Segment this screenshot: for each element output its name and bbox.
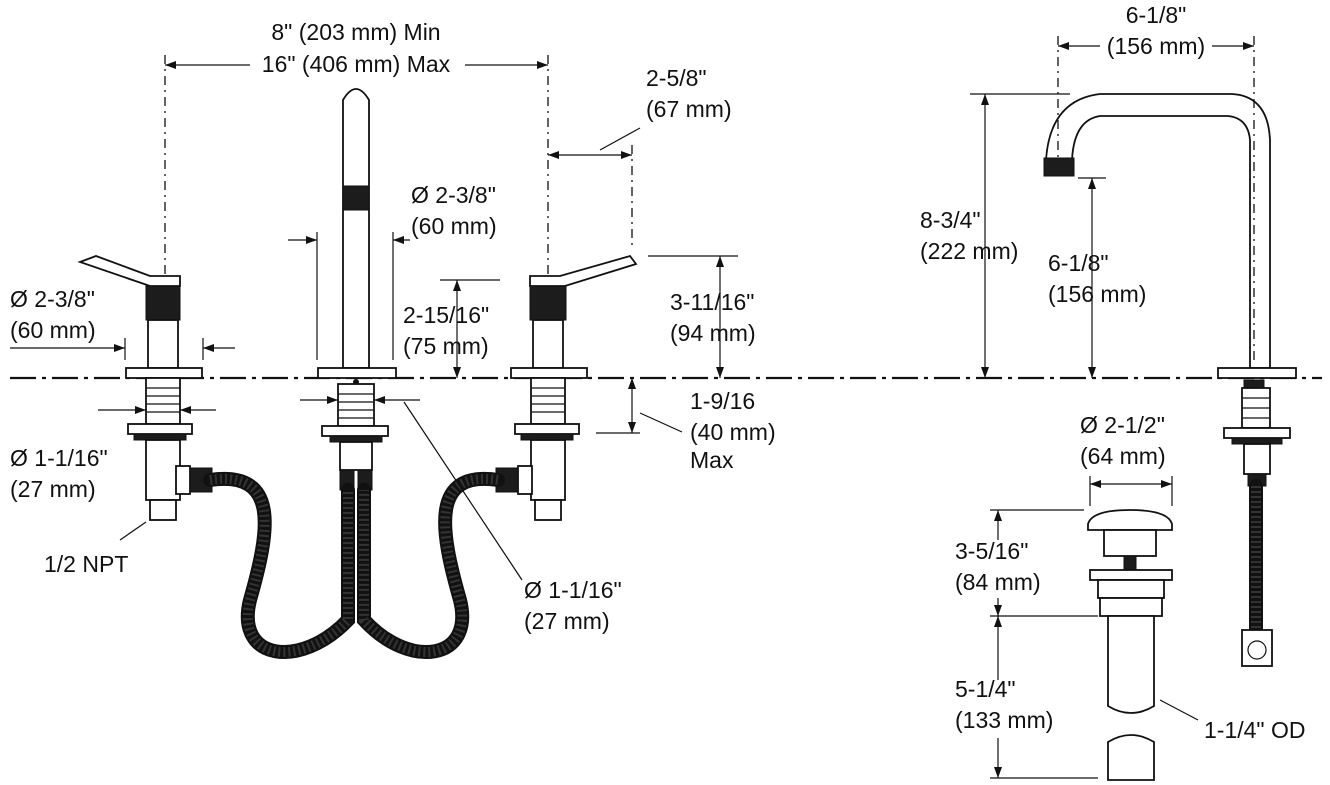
spout-diameter-in-label: Ø 2-3/8" xyxy=(411,182,496,208)
drain-diameter-in-label: Ø 2-1/2" xyxy=(1080,412,1165,438)
shank-dimensions xyxy=(98,396,523,581)
spout-profile xyxy=(1043,93,1297,667)
handle-diameter-mm-label: (60 mm) xyxy=(10,317,96,343)
drain-dimensions xyxy=(990,476,1199,779)
spread-min-label: 8" (203 mm) Min xyxy=(271,19,440,45)
spread-dimension xyxy=(165,61,548,69)
tailpiece-mm-label: (133 mm) xyxy=(955,707,1053,733)
supply-hoses xyxy=(203,471,505,659)
drain-height-mm-label: (84 mm) xyxy=(955,569,1041,595)
handle-projection-in-label: 2-5/8" xyxy=(646,65,707,91)
spout-height-mm-label: (222 mm) xyxy=(920,238,1018,264)
center-shank-mm-label: (27 mm) xyxy=(524,608,610,634)
handle-projection-mm-label: (67 mm) xyxy=(646,96,732,122)
dimension-labels: 8" (203 mm) Min 16" (406 mm) Max 6-1/8" … xyxy=(10,2,1305,743)
spout-height-dimensions xyxy=(970,93,1106,378)
drain-height-in-label: 3-5/16" xyxy=(955,538,1028,564)
spout-reach-in-label: 6-1/8" xyxy=(1126,2,1187,28)
handle-total-height-in-label: 3-11/16" xyxy=(670,289,754,315)
tailpiece-in-label: 5-1/4" xyxy=(955,676,1016,702)
left-handle-valve xyxy=(77,55,213,521)
right-handle-valve xyxy=(495,55,638,521)
deck-thickness-dimension xyxy=(596,378,683,434)
spout-side-view xyxy=(317,88,397,491)
spout-reach-mm-label: (156 mm) xyxy=(1107,33,1205,59)
spout-height-in-label: 8-3/4" xyxy=(920,207,981,233)
left-handle-diameter-dimension xyxy=(10,338,235,360)
spout-diameter-mm-label: (60 mm) xyxy=(411,213,497,239)
handle-body-height-mm-label: (75 mm) xyxy=(403,333,489,359)
spout-reach-dimension xyxy=(1057,36,1255,360)
handle-total-height-mm-label: (94 mm) xyxy=(670,320,756,346)
handle-height-dimensions xyxy=(440,255,738,378)
spout-outlet-height-in-label: 6-1/8" xyxy=(1048,250,1109,276)
center-shank-in-label: Ø 1-1/16" xyxy=(524,577,622,603)
left-shank-in-label: Ø 1-1/16" xyxy=(10,445,108,471)
drain-diameter-mm-label: (64 mm) xyxy=(1080,443,1166,469)
tailpiece-od-label: 1-1/4" OD xyxy=(1204,717,1305,743)
handle-diameter-in-label: Ø 2-3/8" xyxy=(10,286,95,312)
left-shank-mm-label: (27 mm) xyxy=(10,476,96,502)
npt-label: 1/2 NPT xyxy=(44,551,128,577)
deck-thickness-in-label: 1-9/16 xyxy=(690,388,755,414)
spout-diameter-dimension xyxy=(288,232,410,360)
spout-outlet-height-mm-label: (156 mm) xyxy=(1048,281,1146,307)
deck-thickness-mm-label: (40 mm) xyxy=(690,419,776,445)
handle-projection-dimension xyxy=(548,127,641,250)
pop-up-drain xyxy=(1087,509,1173,781)
deck-thickness-max-label: Max xyxy=(690,447,734,473)
spread-max-label: 16" (406 mm) Max xyxy=(262,51,451,77)
handle-body-height-in-label: 2-15/16" xyxy=(403,302,489,328)
